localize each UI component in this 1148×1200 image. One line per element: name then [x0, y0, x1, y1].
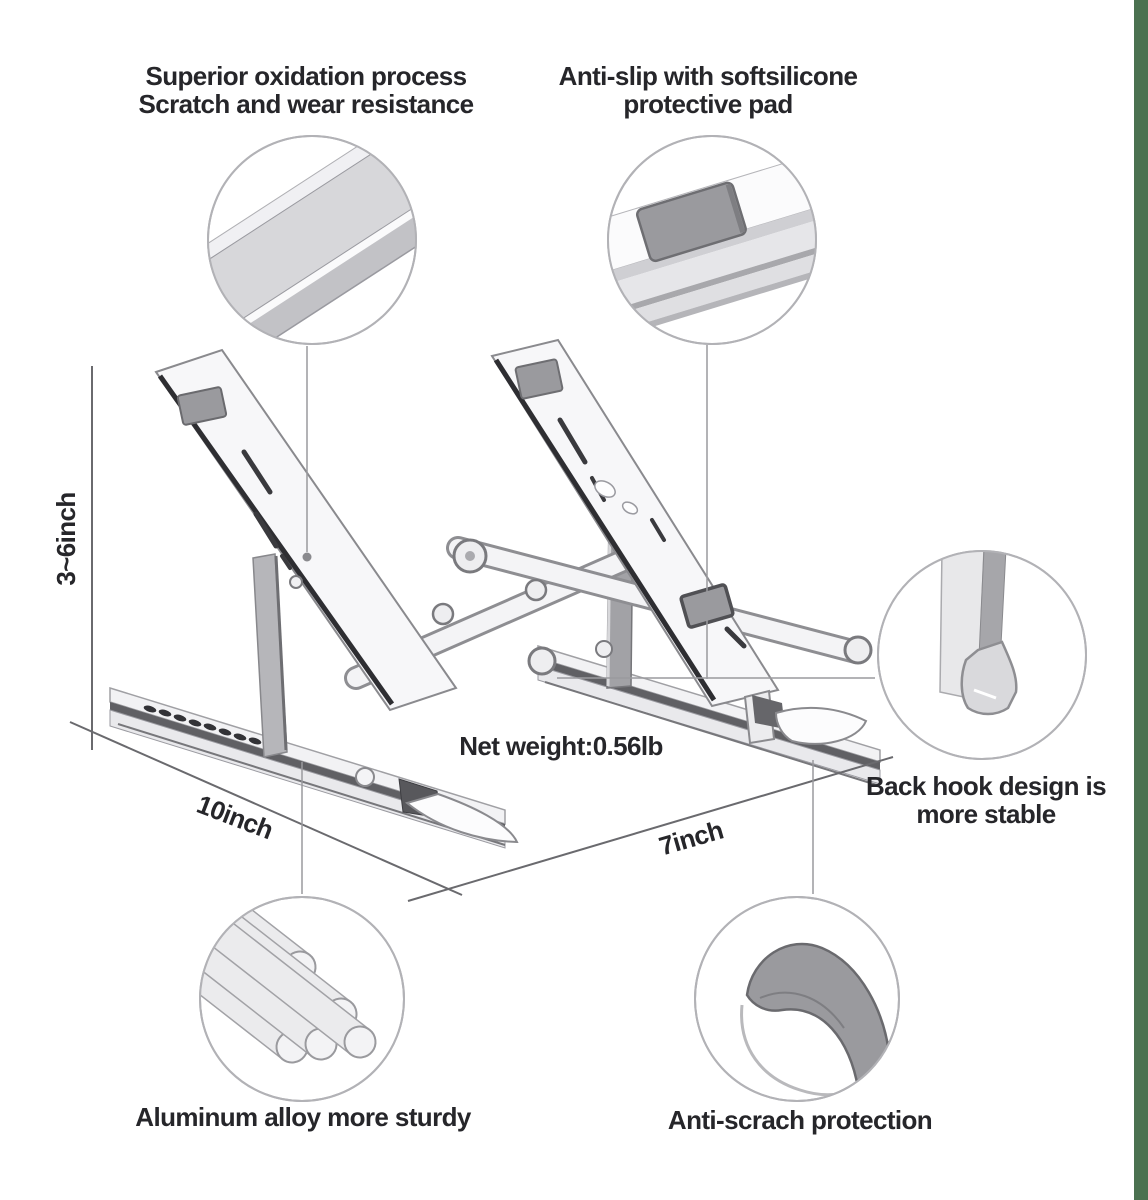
hinge-pivot [527, 646, 557, 676]
silicone-pad [176, 386, 228, 426]
dimension-line-length [69, 721, 463, 896]
laptop-stand-drawing [109, 338, 881, 849]
leader-dot [302, 552, 312, 562]
dimension-line-depth [407, 756, 894, 902]
silicone-pad-closeup [635, 181, 747, 263]
arm-slots [241, 449, 292, 570]
feature-label-back-hook-line1: Back hook design is [865, 771, 1107, 801]
rail-adjustment-holes [143, 705, 262, 745]
callout-circle-anti-slip [607, 135, 817, 345]
callout-circle-oxidation [207, 135, 417, 345]
dimension-lines [69, 366, 894, 902]
silicone-pad [514, 358, 564, 400]
feature-label-oxidation-line1: Superior oxidation process [145, 61, 467, 91]
right-edge-accent-strip [1134, 0, 1148, 1200]
leader-lines [301, 345, 875, 894]
feature-label-anti-slip: Anti-slip with softsilicone protective p… [559, 62, 858, 118]
feature-label-oxidation: Superior oxidation process Scratch and w… [138, 61, 475, 119]
hinge-pivot [524, 578, 548, 602]
rail-screw [355, 767, 375, 787]
feature-label-oxidation-line2: Scratch and wear resistance [138, 89, 475, 119]
front-foot [398, 778, 519, 844]
stand-arm-left [154, 348, 458, 712]
hinge-pivot [431, 602, 455, 626]
feature-label-anti-scratch: Anti-scrach protection [667, 1105, 933, 1135]
feature-label-aluminum: Aluminum alloy more sturdy [135, 1102, 471, 1132]
support-strut-left [252, 553, 288, 758]
net-weight-label: Net weight:0.56lb [459, 731, 663, 761]
callout-circle-aluminum [199, 896, 405, 1102]
callout-circle-anti-scratch [694, 896, 900, 1102]
dimension-label-height: 3~6inch [51, 492, 81, 586]
feature-label-anti-slip-line2: protective pad [623, 89, 793, 119]
hinge-pivot [595, 640, 613, 658]
feature-label-back-hook-line2: more stable [916, 799, 1056, 829]
callout-circle-back-hook [877, 550, 1087, 760]
feature-label-anti-slip-line1: Anti-slip with softsilicone [558, 61, 858, 91]
rear-foot-back-hook [743, 689, 868, 745]
hinge-pivot [843, 635, 873, 665]
feature-label-back-hook: Back hook design is more stable [865, 771, 1107, 829]
